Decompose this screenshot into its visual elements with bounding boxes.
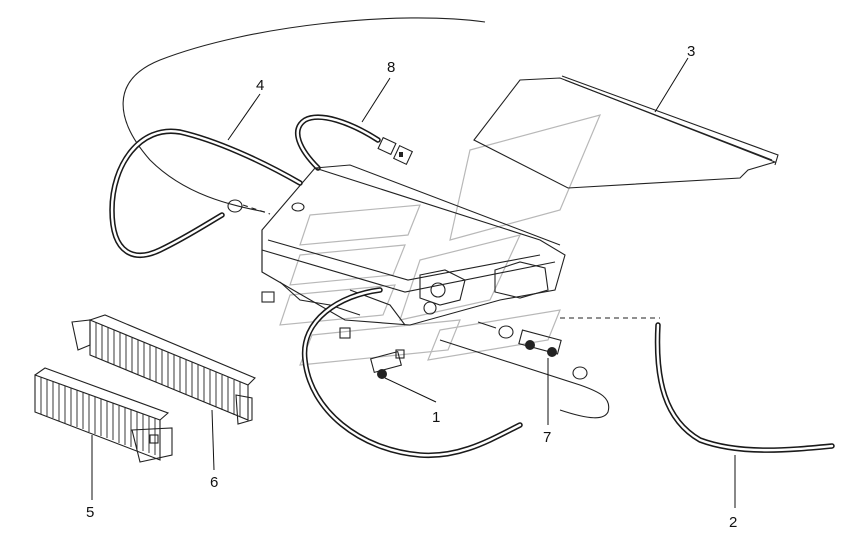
callout-5: 5: [86, 504, 94, 521]
leader-8: [361, 77, 391, 123]
callout-7: 7: [543, 429, 551, 446]
leader-6: [211, 409, 215, 471]
leader-4: [227, 93, 261, 141]
callout-6: 6: [210, 474, 218, 491]
leader-3: [654, 57, 689, 113]
callout-2: 2: [729, 514, 737, 531]
watermark-logo: [279, 114, 602, 366]
routing-line: [122, 17, 486, 213]
hose-center: [301, 287, 523, 459]
heater-housing: [261, 164, 566, 339]
dash-line: [242, 204, 271, 215]
callout-8: 8: [387, 59, 395, 76]
leader-1: [384, 377, 437, 403]
callout-1: 1: [432, 409, 440, 426]
cover-plate: [473, 75, 779, 189]
fitting-assembly: [477, 321, 588, 380]
callout-4: 4: [256, 77, 264, 94]
o-ring-left: [227, 199, 243, 213]
wire-harness: [294, 114, 414, 171]
heat-exchanger-small: [34, 367, 173, 463]
leader-lines: [91, 57, 736, 508]
heat-exchanger-large: [71, 314, 256, 425]
hose-right: [654, 322, 835, 453]
callout-labels: 1 2 3 4 5 6 7 8: [86, 43, 737, 531]
routing-line-right: [439, 339, 610, 419]
coolant-valve: [369, 349, 405, 379]
callout-3: 3: [687, 43, 695, 60]
hose-left: [109, 128, 303, 258]
